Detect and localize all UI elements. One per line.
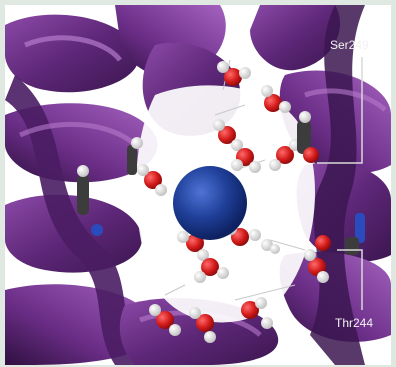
water-12	[241, 297, 273, 329]
water-molecules	[137, 61, 329, 343]
serine-side-chain	[297, 111, 319, 163]
water-9	[194, 258, 229, 283]
helix-highlight-1	[24, 35, 122, 62]
water-14	[304, 249, 329, 283]
water-1	[217, 61, 251, 86]
helix-left-upper	[5, 14, 139, 93]
molecule-scene: Ser249 Thr244	[5, 5, 391, 365]
ser249-pointer	[317, 57, 363, 164]
label-pointers	[317, 57, 363, 310]
molecular-rendering: Ser249 Thr244	[5, 5, 391, 365]
helix-left-strand	[5, 75, 145, 365]
water-2	[261, 85, 291, 113]
label-ser249: Ser249	[330, 38, 369, 52]
helix-top-right	[250, 5, 341, 71]
thr244-pointer	[337, 249, 363, 310]
water-3	[213, 119, 243, 151]
water-4	[231, 148, 261, 173]
water-11	[189, 307, 216, 343]
water-13	[137, 164, 167, 196]
water-8	[261, 239, 280, 254]
water-6	[177, 231, 209, 261]
central-ion-sphere	[173, 166, 247, 240]
water-10	[149, 304, 181, 336]
left-side-chain	[77, 137, 143, 236]
helix-highlight-3	[304, 88, 387, 112]
label-thr244: Thr244	[335, 316, 373, 330]
